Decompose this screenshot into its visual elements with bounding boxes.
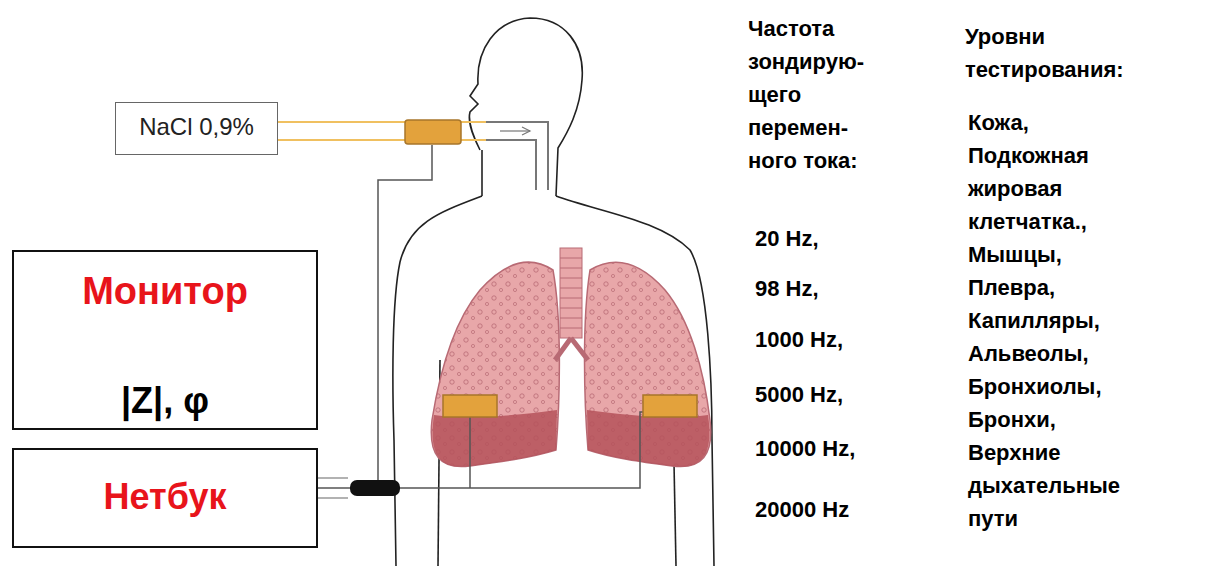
box-value: |Z|, φ <box>14 380 316 421</box>
netbook-box: Нетбук <box>12 448 318 548</box>
column-heading: Частота зондирую- щего перемен- ного ток… <box>748 12 900 177</box>
frequency-value: 10000 Hz, <box>755 432 895 465</box>
cable-connector <box>350 480 400 496</box>
tissue-level: Подкожная жировая клетчатка., <box>968 139 1168 238</box>
frequency-value: 5000 Hz, <box>755 378 895 411</box>
electrode <box>443 395 497 417</box>
tissue-level: Верхние дыхательные пути <box>968 436 1168 535</box>
tissue-level: Бронхи, <box>968 403 1168 436</box>
frequency-value: 1000 Hz, <box>755 323 895 356</box>
tissue-level: Кожа, <box>968 106 1168 139</box>
box-title: Монитор <box>14 270 316 314</box>
frequency-value: 98 Hz, <box>755 272 895 305</box>
wire <box>318 145 643 498</box>
monitor-box: Монитор |Z|, φ <box>12 250 318 430</box>
tissue-level: Капилляры, <box>968 304 1168 337</box>
body-outline <box>393 18 714 566</box>
tissue-level: Бронхиолы, <box>968 370 1168 403</box>
tissue-level: Мышцы, <box>968 238 1168 271</box>
frequency-value: 20 Hz, <box>755 222 895 255</box>
box-title: NaCl 0,9% <box>116 113 277 141</box>
tissue-level: Плевра, <box>968 271 1168 304</box>
reagent-box: NaCl 0,9% <box>115 102 278 155</box>
lungs <box>431 262 710 466</box>
frequency-value: 20000 Hz <box>755 493 895 526</box>
flow-sensor <box>405 120 461 144</box>
tissue-level: Альвеолы, <box>968 337 1168 370</box>
trachea <box>560 248 582 338</box>
electrode <box>643 395 697 417</box>
column-heading: Уровни тестирования: <box>965 20 1200 86</box>
breathing-tube <box>486 122 548 190</box>
box-title: Нетбук <box>14 476 316 517</box>
